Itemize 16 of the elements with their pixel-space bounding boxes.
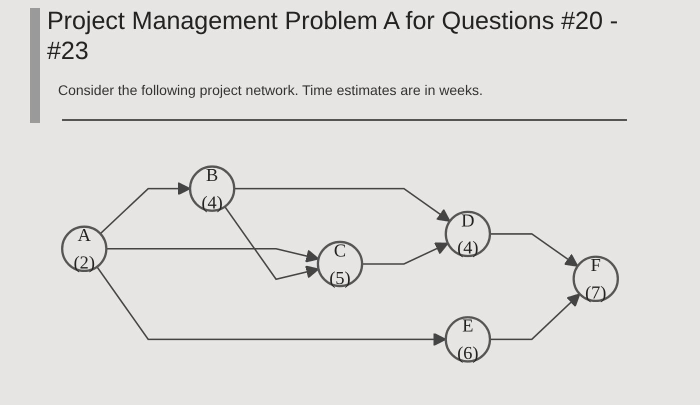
node-circle: C (5) <box>316 240 364 288</box>
arrow <box>96 266 446 346</box>
arrow <box>490 293 580 340</box>
node-circle: B (4) <box>188 165 236 212</box>
instruction-text: Consider the following project network. Time estimates are in weeks. <box>58 82 483 98</box>
node-circle: E (6) <box>444 316 492 363</box>
title: Project Management Problem A for Questions #20 - #23 <box>47 6 620 66</box>
arrow <box>234 188 450 222</box>
arrow <box>362 242 448 265</box>
arrow <box>106 248 320 263</box>
node-circle: A (2) <box>61 226 108 272</box>
node-circle: D (4) <box>444 210 492 258</box>
arrow <box>100 182 191 234</box>
node-circle: F (7) <box>572 256 619 302</box>
arrow <box>490 233 578 267</box>
arrow <box>224 206 320 280</box>
